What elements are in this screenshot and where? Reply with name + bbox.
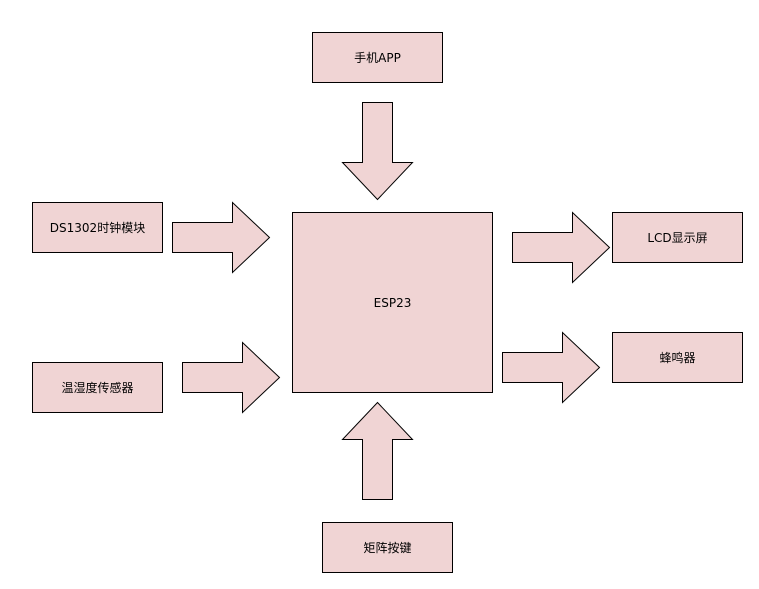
clock-module-box: DS1302时钟模块 bbox=[32, 202, 163, 253]
arrow-sensor-to-esp bbox=[182, 341, 281, 414]
esp-label: ESP23 bbox=[373, 295, 412, 310]
buzzer-label: 蜂鸣器 bbox=[659, 351, 696, 365]
sensor-box: 温湿度传感器 bbox=[32, 362, 163, 413]
keypad-box: 矩阵按键 bbox=[322, 522, 453, 573]
buzzer-box: 蜂鸣器 bbox=[612, 332, 743, 383]
app-box: 手机APP bbox=[312, 32, 443, 83]
keypad-label: 矩阵按键 bbox=[363, 541, 412, 555]
lcd-box: LCD显示屏 bbox=[612, 212, 743, 263]
arrow-esp-to-lcd bbox=[512, 211, 611, 284]
arrow-esp-to-buzzer bbox=[502, 331, 601, 404]
app-label: 手机APP bbox=[354, 51, 401, 65]
arrow-clock-to-esp bbox=[172, 201, 271, 274]
esp-box: ESP23 bbox=[292, 212, 493, 393]
arrow-keypad-to-esp bbox=[341, 401, 414, 500]
clock-module-label: DS1302时钟模块 bbox=[49, 221, 146, 235]
sensor-label: 温湿度传感器 bbox=[61, 381, 134, 395]
arrow-app-to-esp bbox=[341, 102, 414, 201]
lcd-label: LCD显示屏 bbox=[647, 231, 708, 245]
